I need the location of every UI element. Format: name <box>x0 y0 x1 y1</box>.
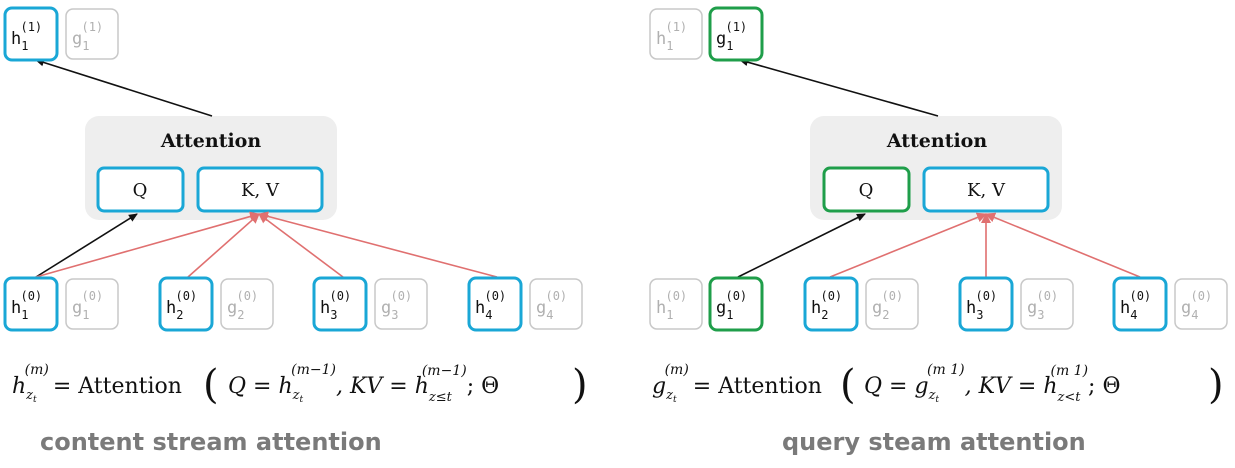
svg-text:h2(0): h2(0) <box>166 289 197 322</box>
bottom-node-g3: g3(0) <box>374 278 428 330</box>
key-value-box <box>922 166 1050 213</box>
svg-text:h1(0): h1(0) <box>11 289 42 322</box>
query-stream-caption: query steam attention <box>782 428 1086 456</box>
key-value-box <box>196 166 324 213</box>
query-stream-formula: gzt(m)= Attention ( Q = gzt(m 1), KV = h… <box>652 362 1224 408</box>
bottom-node-g2: g2(0) <box>865 278 919 330</box>
bottom-node-g3: g3(0) <box>1020 278 1074 330</box>
kv-input-arrow-2 <box>829 212 987 278</box>
attention-arrows <box>737 58 1141 278</box>
query-box <box>96 166 185 213</box>
bottom-node-g4: g4(0) <box>1174 278 1228 330</box>
svg-text:h1(1): h1(1) <box>11 20 42 53</box>
attention-arrows <box>35 58 498 278</box>
query-stream-panel: Attention Q K, V h1(1) g1(1) h1(0) <box>649 6 1228 456</box>
bottom-node-h3: h3(0) <box>958 276 1014 332</box>
svg-text:g1(1): g1(1) <box>72 20 103 53</box>
svg-text:g1(0): g1(0) <box>716 289 747 322</box>
svg-text:g1(0): g1(0) <box>72 289 103 322</box>
svg-text:g1(1): g1(1) <box>716 20 747 53</box>
bottom-node-g2: g2(0) <box>220 278 274 330</box>
query-input-arrow <box>737 213 866 278</box>
query-box <box>822 166 911 213</box>
bottom-node-h2: h2(0) <box>803 276 859 332</box>
kv-input-arrow-4 <box>258 211 498 278</box>
svg-text:g4(0): g4(0) <box>1181 289 1212 322</box>
bottom-node-h4: h4(0) <box>467 276 523 332</box>
svg-text:h1(1): h1(1) <box>656 20 687 53</box>
output-arrow <box>35 58 213 117</box>
svg-text:): ) <box>1208 362 1224 408</box>
top-node-g1: g1(1) <box>65 8 119 60</box>
bottom-node-h1: h1(0) <box>3 276 59 332</box>
top-node-h1: h1(1) <box>649 8 703 60</box>
svg-text:h2(0): h2(0) <box>811 289 842 322</box>
kv-input-arrow-2 <box>187 213 260 278</box>
svg-text:(: ( <box>840 362 856 408</box>
top-node-h1: h1(1) <box>3 6 59 62</box>
bottom-node-g1: g1(0) <box>708 276 764 332</box>
query-input-arrow <box>35 213 138 278</box>
attention-block: Attention Q K, V <box>85 116 337 220</box>
svg-text:hzt(m)= Attention: hzt(m)= Attention <box>12 362 182 405</box>
svg-text:Q = hzt(m−1), KV = hz≤t(m−1);: Q = hzt(m−1), KV = hz≤t(m−1); Θ <box>228 362 499 405</box>
svg-text:h1(0): h1(0) <box>656 289 687 322</box>
key-value-label: K, V <box>967 180 1006 201</box>
key-value-label: K, V <box>241 180 280 201</box>
output-arrow <box>739 58 939 117</box>
content-stream-caption: content stream attention <box>40 428 382 456</box>
svg-text:g4(0): g4(0) <box>536 289 567 322</box>
svg-text:g2(0): g2(0) <box>227 289 258 322</box>
kv-input-arrow-1 <box>35 211 260 278</box>
bottom-node-h2: h2(0) <box>158 276 214 332</box>
bottom-node-h4: h4(0) <box>1112 276 1168 332</box>
svg-text:): ) <box>572 362 588 408</box>
svg-text:h4(0): h4(0) <box>475 289 506 322</box>
bottom-node-g4: g4(0) <box>529 278 583 330</box>
svg-text:gzt(m)= Attention: gzt(m)= Attention <box>652 362 822 405</box>
query-label: Q <box>859 180 874 201</box>
query-label: Q <box>133 180 148 201</box>
content-stream-panel: Attention Q K, V h1(1) g1(1) h1(0) <box>3 6 588 456</box>
svg-text:g3(0): g3(0) <box>1027 289 1058 322</box>
attention-block: Attention Q K, V <box>810 116 1062 220</box>
bottom-node-g1: g1(0) <box>65 278 119 330</box>
svg-text:Q = gzt(m 1), KV = hz<t(m 1): Q = gzt(m 1), KV = hz<t(m 1); Θ <box>864 362 1121 405</box>
kv-input-arrow-4 <box>985 212 1141 278</box>
attention-title: Attention <box>160 130 262 152</box>
top-node-g1: g1(1) <box>708 6 764 62</box>
attention-title: Attention <box>886 130 988 152</box>
svg-text:h4(0): h4(0) <box>1120 289 1151 322</box>
bottom-node-h1: h1(0) <box>649 278 703 330</box>
svg-text:(: ( <box>203 362 219 408</box>
svg-text:g2(0): g2(0) <box>872 289 903 322</box>
svg-text:g3(0): g3(0) <box>381 289 412 322</box>
svg-text:h3(0): h3(0) <box>320 289 351 322</box>
kv-input-arrow-3 <box>258 213 344 278</box>
content-stream-formula: hzt(m)= Attention ( Q = hzt(m−1), KV = h… <box>12 362 588 408</box>
svg-text:h3(0): h3(0) <box>966 289 997 322</box>
bottom-node-h3: h3(0) <box>312 276 368 332</box>
